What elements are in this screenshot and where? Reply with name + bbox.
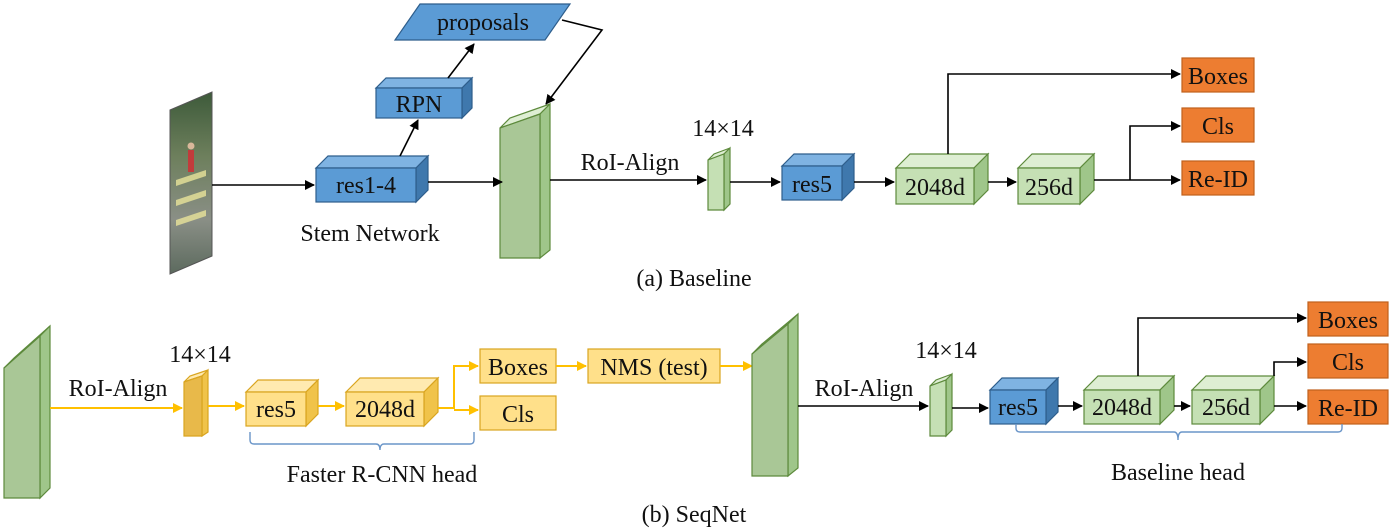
feat-256d-box-b2 bbox=[1190, 374, 1276, 426]
res1-4-box bbox=[314, 154, 430, 204]
feat-256d-box-a bbox=[1016, 152, 1096, 206]
reid-output-label-a: Re-ID bbox=[1188, 167, 1248, 193]
rpn-box bbox=[374, 76, 474, 120]
cls-box-b1 bbox=[479, 395, 557, 431]
roi-size-label-a: 14×14 bbox=[692, 116, 754, 142]
seqnet-caption: (b) SeqNet bbox=[642, 502, 747, 528]
cls-output-label-b2: Cls bbox=[1332, 350, 1364, 376]
cls-label-b1: Cls bbox=[502, 402, 534, 428]
baseline-head-brace bbox=[1015, 424, 1343, 441]
seqnet-diagram: RoI-Align 14×14 res5 2048d Boxes bbox=[3, 301, 1389, 528]
res5-box-b1 bbox=[244, 378, 320, 428]
arrow-proposals-to-featmap bbox=[545, 19, 604, 105]
roi-feature-a bbox=[707, 146, 731, 212]
roi-feature-b2 bbox=[929, 372, 953, 438]
feat-2048d-label-a: 2048d bbox=[905, 175, 965, 201]
rpn-label: RPN bbox=[396, 92, 443, 118]
cls-output-label-a: Cls bbox=[1202, 114, 1234, 140]
baseline-diagram: proposals RPN res1-4 Stem Network RoI bbox=[169, 3, 1255, 292]
baseline-head-label: Baseline head bbox=[1111, 460, 1245, 486]
cls-output-a bbox=[1181, 107, 1255, 143]
feat-2048d-box-b1 bbox=[344, 376, 440, 428]
res5-box-b2 bbox=[988, 376, 1060, 426]
res5-label-a: res5 bbox=[792, 172, 832, 198]
proposals-box bbox=[393, 3, 572, 41]
boxes-label-b1: Boxes bbox=[488, 355, 548, 381]
nms-box bbox=[587, 348, 721, 384]
arrow-2048-to-boxes-a bbox=[947, 69, 1181, 154]
feat-2048d-box-b2 bbox=[1082, 374, 1176, 426]
feat-256d-label-b2: 256d bbox=[1202, 395, 1250, 421]
reid-output-label-b2: Re-ID bbox=[1318, 396, 1378, 422]
roi-align-label-b1: RoI-Align bbox=[69, 376, 168, 402]
stem-network-label: Stem Network bbox=[300, 221, 439, 247]
arrow-2048-to-boxes-b1 bbox=[438, 361, 479, 409]
boxes-output-a bbox=[1181, 57, 1255, 93]
roi-size-label-b2: 14×14 bbox=[915, 338, 977, 364]
arrow-res14-to-rpn bbox=[399, 119, 419, 157]
input-image bbox=[169, 91, 213, 275]
res5-box-a bbox=[780, 152, 856, 202]
arrow-256-to-cls-a bbox=[1129, 121, 1181, 180]
feat-2048d-label-b1: 2048d bbox=[355, 397, 415, 423]
cls-output-b2 bbox=[1307, 343, 1389, 379]
reid-output-a bbox=[1181, 160, 1255, 196]
reid-output-b2 bbox=[1307, 389, 1389, 425]
res5-label-b1: res5 bbox=[256, 397, 296, 423]
roi-align-label-b2: RoI-Align bbox=[815, 376, 914, 402]
feat-2048d-box-a bbox=[894, 152, 990, 206]
arrow-2048-to-boxes-b2 bbox=[1137, 313, 1307, 376]
roi-feature-b1 bbox=[183, 368, 209, 438]
res5-label-b2: res5 bbox=[998, 395, 1038, 421]
roi-size-label-b1: 14×14 bbox=[169, 342, 231, 368]
roi-align-label-a: RoI-Align bbox=[581, 150, 680, 176]
baseline-caption: (a) Baseline bbox=[636, 266, 751, 292]
feat-256d-label-a: 256d bbox=[1025, 175, 1073, 201]
feature-map-b2 bbox=[751, 312, 799, 478]
res1-4-label: res1-4 bbox=[336, 173, 396, 199]
arrow-rpn-to-proposals bbox=[447, 43, 475, 79]
feature-map-a bbox=[499, 102, 551, 260]
boxes-box-b1 bbox=[479, 348, 557, 384]
boxes-output-label-b2: Boxes bbox=[1318, 308, 1378, 334]
feat-2048d-label-b2: 2048d bbox=[1092, 395, 1152, 421]
proposals-label: proposals bbox=[437, 10, 529, 36]
feature-map-b1 bbox=[3, 324, 51, 500]
boxes-output-label-a: Boxes bbox=[1188, 64, 1248, 90]
arrow-256-to-cls-b2 bbox=[1273, 357, 1307, 376]
boxes-output-b2 bbox=[1307, 301, 1389, 337]
nms-label: NMS (test) bbox=[600, 355, 707, 381]
faster-rcnn-head-label: Faster R-CNN head bbox=[287, 462, 478, 488]
faster-rcnn-brace bbox=[249, 432, 475, 451]
